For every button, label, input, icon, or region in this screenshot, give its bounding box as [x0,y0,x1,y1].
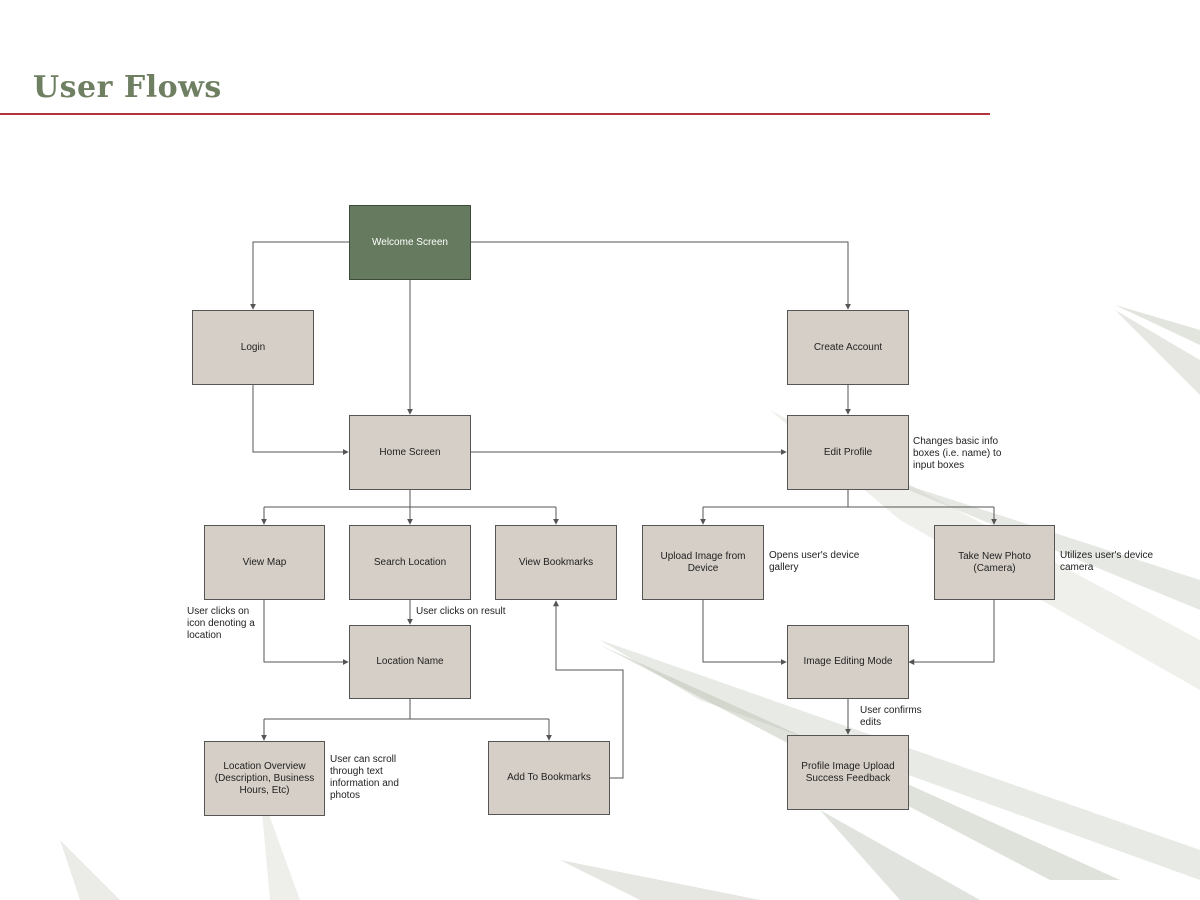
note-location-overview: User can scroll through text information… [330,754,399,801]
note-search-location: User clicks on result [416,606,506,617]
connector-view-map-location-name [263,600,349,665]
node-upload-image: Upload Image from Device [642,525,764,600]
node-view-bookmarks: View Bookmarks [495,525,617,600]
page-title: User Flows [33,70,222,105]
node-search-location: Search Location [349,525,471,600]
note-upload-image: Opens user's device gallery [769,550,860,573]
node-view-map: View Map [204,525,325,600]
node-edit-profile: Edit Profile [787,415,909,490]
connector-take-photo-image-editing [908,600,995,665]
connector-add-bookmarks-view-bookmarks [553,600,624,779]
note-image-editing: User confirms edits [860,705,922,728]
node-create-account: Create Account [787,310,909,385]
connector-login-home [252,385,349,455]
connector-upload-image-editing [702,600,787,665]
title-divider [0,113,990,115]
note-edit-profile: Changes basic info boxes (i.e. name) to … [913,436,1002,471]
node-welcome-screen: Welcome Screen [349,205,471,280]
node-image-editing-mode: Image Editing Mode [787,625,909,699]
node-location-overview: Location Overview (Description, Business… [204,741,325,816]
node-home-screen: Home Screen [349,415,471,490]
connector-welcome-login [250,241,349,310]
connector-welcome-create-account [471,241,851,310]
node-location-name: Location Name [349,625,471,699]
node-login: Login [192,310,314,385]
node-profile-image-upload-success: Profile Image Upload Success Feedback [787,735,909,810]
note-take-photo: Utilizes user's device camera [1060,550,1154,573]
node-take-new-photo: Take New Photo (Camera) [934,525,1055,600]
note-view-map: User clicks on icon denoting a location [187,606,255,641]
node-add-to-bookmarks: Add To Bookmarks [488,741,610,815]
